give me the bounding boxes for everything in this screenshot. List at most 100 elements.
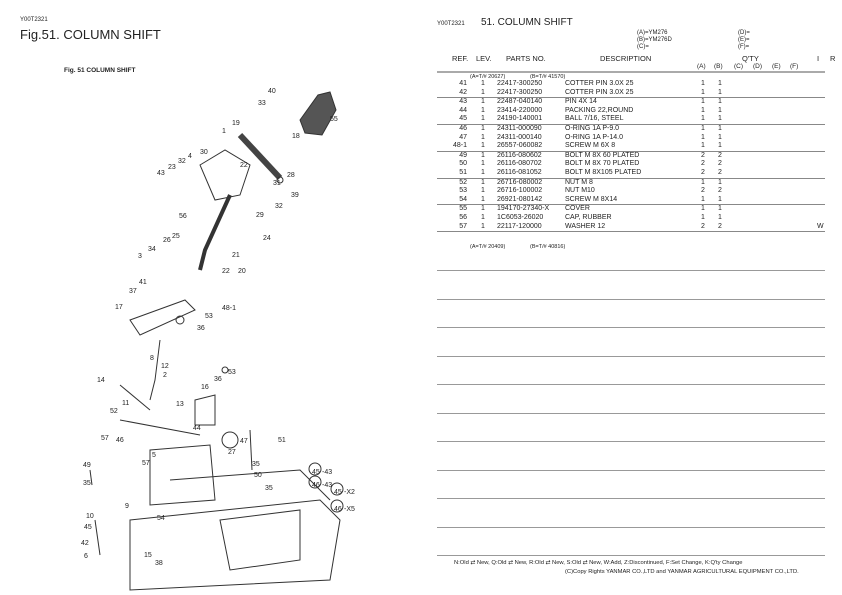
description-cell: SCREW M 8X14 (565, 195, 618, 203)
callout-label: 37 (129, 288, 137, 295)
level-cell: 1 (481, 178, 485, 186)
ref-cell: 48-1 (452, 142, 467, 150)
callout-label: 22 (240, 162, 248, 169)
callout-label: 46 (116, 437, 124, 444)
ref-cell: 44 (459, 106, 467, 114)
remark-cell: W (817, 222, 824, 230)
callout-label: 31 (273, 180, 281, 187)
qty-b-cell: 1 (718, 142, 722, 150)
header-c: (C) (734, 63, 744, 70)
callout-label: 9 (125, 503, 129, 510)
part-number-cell: 22417-300250 (497, 80, 543, 87)
callout-label: 27 (228, 449, 236, 456)
ref-cell: 53 (459, 187, 467, 195)
callout-label: 45 (334, 489, 342, 496)
callout-label: 51 (278, 437, 286, 444)
callout-label: 18 (292, 133, 300, 140)
ref-cell: 52 (459, 178, 467, 186)
callout-label: 57 (101, 435, 109, 442)
ref-cell: 54 (459, 195, 467, 203)
qty-a-cell: 1 (701, 88, 705, 96)
header-parts-no: PARTS NO. (506, 54, 546, 63)
header-i: I (817, 54, 820, 63)
callout-label: 35 (265, 485, 273, 492)
ref-cell: 47 (459, 133, 467, 141)
callout-label: 12 (161, 363, 169, 370)
blank-rule (437, 441, 825, 442)
header-f: (F) (790, 63, 799, 70)
description-cell: COVER (565, 205, 590, 213)
blank-rule (437, 526, 825, 528)
callout-label: 33 (258, 100, 266, 107)
callout-label: 35 (252, 461, 260, 468)
callout-label: 36 (214, 376, 222, 383)
callout-label: 10 (86, 513, 94, 520)
ref-cell: 55 (459, 205, 467, 213)
header-lev: LEV. (476, 54, 492, 63)
description-cell: NUT M 8 (565, 178, 593, 186)
blank-rule (437, 555, 825, 556)
qty-a-cell: 2 (701, 187, 705, 195)
callout-label: 8 (150, 355, 154, 362)
callout-labels: 5540331911822283130432234339322956242120… (81, 88, 355, 567)
callout-label: 57 (142, 460, 150, 467)
part-number-cell: 22117-120000 (497, 222, 542, 230)
callout-label: 42 (81, 540, 89, 547)
blank-rule (437, 384, 825, 385)
model-c: (C)= (637, 44, 649, 50)
figure-caption: Fig. 51 COLUMN SHIFT (64, 67, 136, 74)
part-number-cell: 24311-000090 (497, 124, 542, 132)
qty-a-cell: 1 (701, 98, 705, 106)
callout-label: 46 (334, 506, 342, 513)
qty-b-cell: 1 (718, 98, 722, 106)
qty-b-cell: 1 (718, 213, 722, 221)
header-description: DESCRIPTION (600, 54, 652, 63)
qty-b-cell: 1 (718, 115, 722, 123)
description-cell: COTTER PIN 3.0X 25 (565, 80, 634, 87)
description-cell: PIN 4X 14 (565, 98, 597, 106)
header-a: (A) (697, 63, 706, 70)
callout-label: 1 (222, 128, 226, 135)
copyright: (C)Copy Rights YANMAR CO.,LTD and YANMAR… (565, 569, 799, 575)
part-number-cell: 24311-000140 (497, 133, 542, 141)
description-cell: BOLT M 8X 70 PLATED (565, 160, 640, 168)
level-cell: 1 (481, 98, 485, 106)
part-number-cell: 26557-060082 (497, 142, 543, 150)
section-title: 51. COLUMN SHIFT (481, 17, 573, 28)
ref-cell: 51 (459, 168, 467, 176)
part-number-cell: 23414-220000 (497, 106, 543, 114)
description-cell: O-RING 1A P-14.0 (565, 133, 623, 141)
header-d: (D) (753, 63, 763, 70)
callout-label: -43 (322, 469, 332, 476)
doc-code: Y00T2321 (20, 17, 48, 23)
part-number-cell: 24190-140001 (497, 115, 543, 123)
part-number-cell: 22487-040140 (497, 98, 543, 106)
callout-label: 24 (263, 235, 271, 242)
callout-label: 22 (222, 268, 230, 275)
level-cell: 1 (481, 106, 485, 114)
callout-label: 5 (152, 452, 156, 459)
level-cell: 1 (481, 80, 485, 87)
model-a: (A)=YM276 (637, 30, 668, 36)
qty-a-cell: 2 (701, 160, 705, 168)
callout-label: 54 (157, 515, 165, 522)
level-cell: 1 (481, 151, 485, 159)
qty-a-cell: 1 (701, 195, 705, 203)
blank-rule (437, 355, 825, 357)
description-cell: O-RING 1A P-9.0 (565, 124, 620, 132)
blank-rule (437, 298, 825, 300)
qty-b-cell: 1 (718, 178, 722, 186)
qty-b-cell: 1 (718, 88, 722, 96)
header-divider (437, 71, 825, 73)
blank-rule (437, 469, 825, 471)
qty-b-cell: 1 (718, 133, 722, 141)
callout-label: 38 (155, 560, 163, 567)
